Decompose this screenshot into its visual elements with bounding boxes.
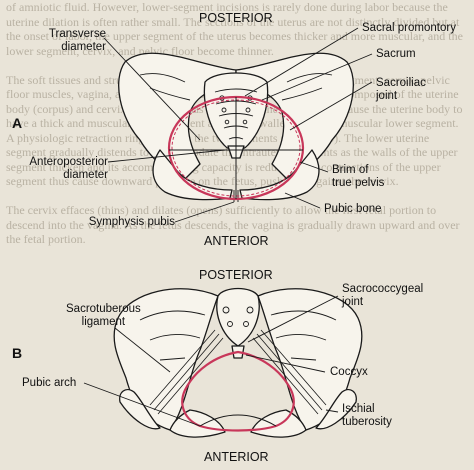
pelvis-b-leader-lines [83, 295, 339, 427]
panel-a-posterior-caption: POSTERIOR [199, 11, 273, 25]
pelvis-b-details [139, 306, 337, 361]
panel-b-posterior-caption: POSTERIOR [199, 268, 273, 282]
label-brim-of-true-pelvis: Brim of true pelvis [332, 164, 385, 189]
label-anteroposterior-diameter: Anteroposterior diameter [29, 156, 108, 181]
label-pubic-arch: Pubic arch [22, 377, 77, 389]
sacrotuberous-ligaments [149, 329, 327, 415]
panel-b-letter: B [12, 345, 23, 361]
label-sacrotuberous-ligament: Sacrotuberous ligament [66, 303, 141, 328]
label-sacrum: Sacrum [376, 48, 416, 60]
label-sacroiliac-joint: Sacroiliac joint [376, 77, 426, 102]
label-sacrococcygeal-joint: Sacrococcygeal joint [342, 283, 424, 308]
label-transverse-diameter: Transverse diameter [48, 28, 106, 53]
label-ischial-tuberosity: Ischial tuberosity [342, 403, 392, 428]
label-sacral-promontory: Sacral promontory [362, 22, 456, 34]
panel-a-anterior-caption: ANTERIOR [204, 234, 269, 248]
panel-b-anterior-caption: ANTERIOR [204, 450, 269, 464]
label-symphysis-pubis: Symphysis pubis [88, 216, 175, 228]
label-coccyx: Coccyx [330, 366, 368, 378]
pelvis-a-leader-lines [103, 27, 373, 223]
panel-a-letter: A [12, 115, 23, 131]
pelvic-outlet-curve [181, 350, 295, 432]
label-pubic-bone: Pubic bone [324, 203, 382, 215]
